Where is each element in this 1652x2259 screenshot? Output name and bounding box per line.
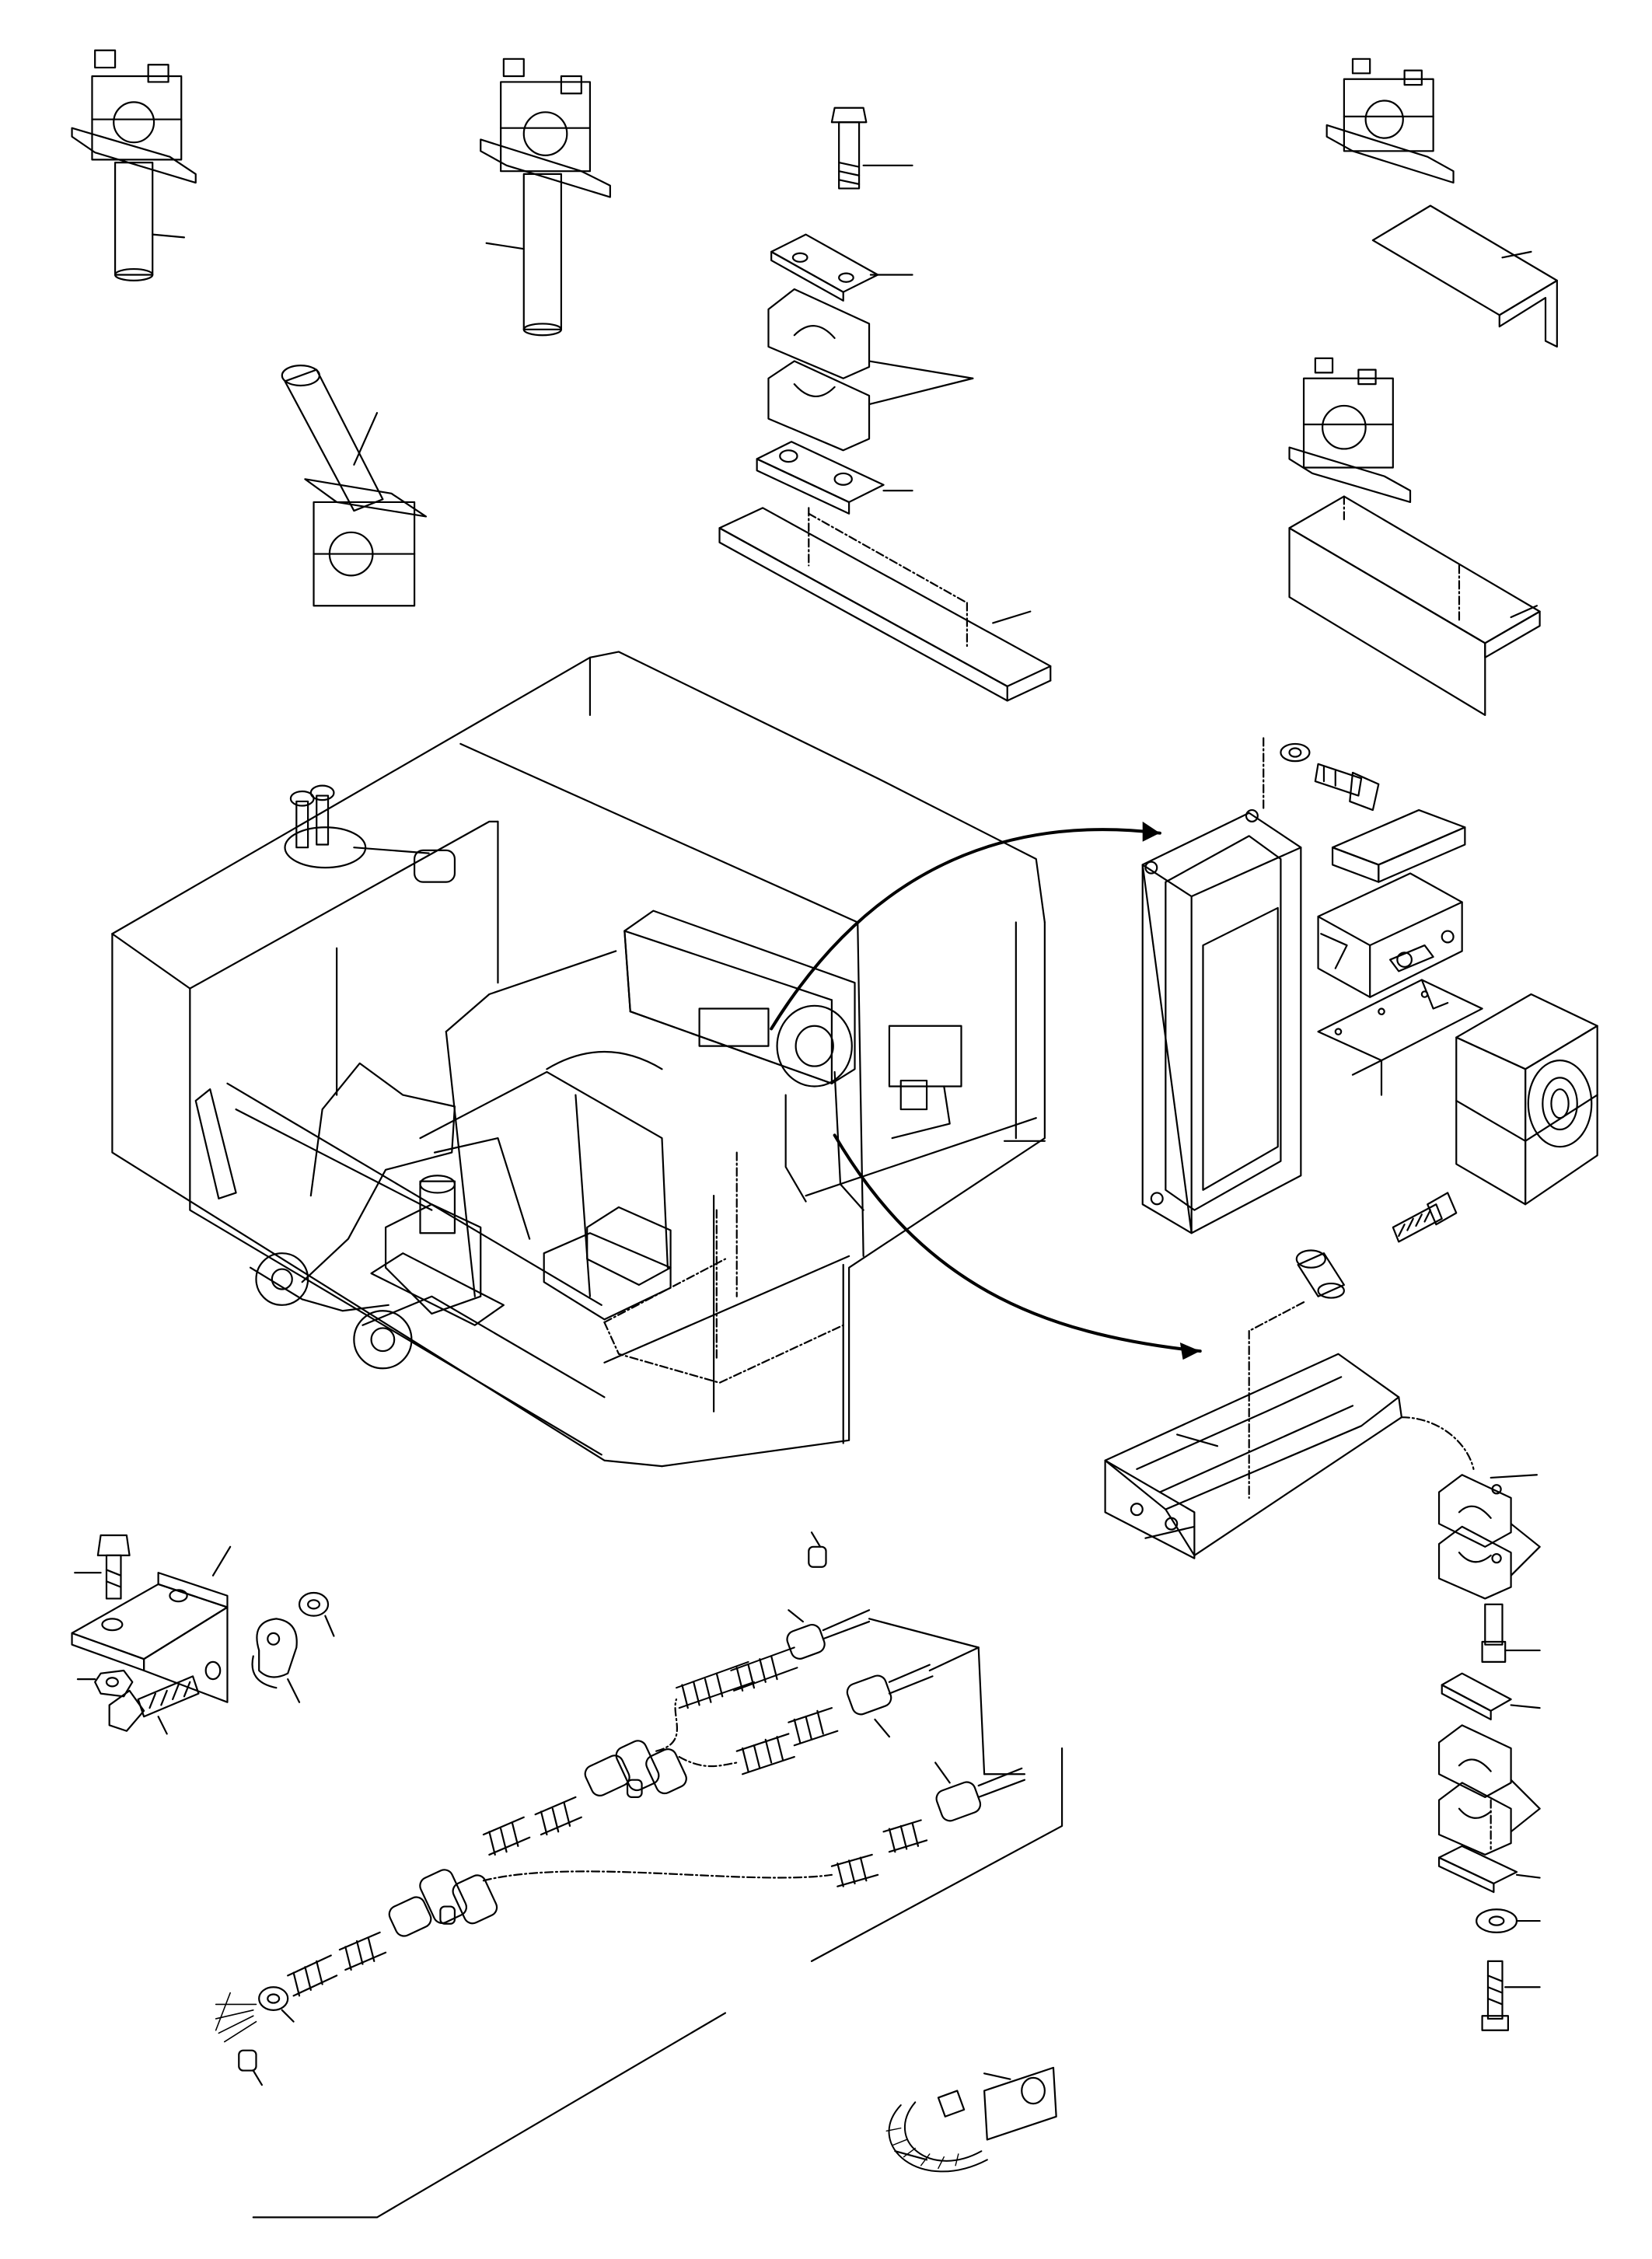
nut xyxy=(78,1671,132,1696)
label-tag xyxy=(984,2068,1057,2140)
small-bolt xyxy=(75,1535,129,1598)
clamp-on-angled-tube xyxy=(282,365,426,606)
weld-plate xyxy=(757,442,913,514)
flat-bar xyxy=(720,508,1051,700)
clamp-on-post-center xyxy=(480,59,610,335)
mounting-block xyxy=(1332,810,1465,882)
machine-frame xyxy=(112,651,1044,1466)
clamp-on-angle-bracket-top xyxy=(1327,59,1557,347)
hose-assembly xyxy=(216,1532,1025,2085)
support-bracket-lower xyxy=(1105,1354,1474,1559)
clamp-body-insert xyxy=(1318,874,1462,997)
assembly-bracket-lines xyxy=(253,1748,1062,2217)
bolt-with-washer xyxy=(1280,744,1378,810)
hose-clip xyxy=(253,1618,299,1702)
clamp-stack-right xyxy=(1439,1475,1540,2030)
cover-plate xyxy=(771,235,912,301)
clamp-box-housing xyxy=(1143,738,1301,1234)
leader-curves xyxy=(771,821,1200,1360)
angle-bracket-small xyxy=(72,1547,231,1702)
cable-tie xyxy=(886,2091,987,2172)
clamp-on-angle-bracket-lower xyxy=(1290,358,1540,715)
hex-bolt-long xyxy=(110,1676,199,1734)
spacer xyxy=(1249,1250,1344,1497)
clamp-halves-pair xyxy=(768,289,973,450)
rubber-block xyxy=(1456,994,1597,1204)
support-bracket xyxy=(1318,979,1483,1095)
bolt-top xyxy=(832,108,913,189)
bracket-bolt xyxy=(1393,1192,1456,1241)
clip-nut xyxy=(299,1593,334,1636)
clamp-on-post-left xyxy=(72,51,196,281)
